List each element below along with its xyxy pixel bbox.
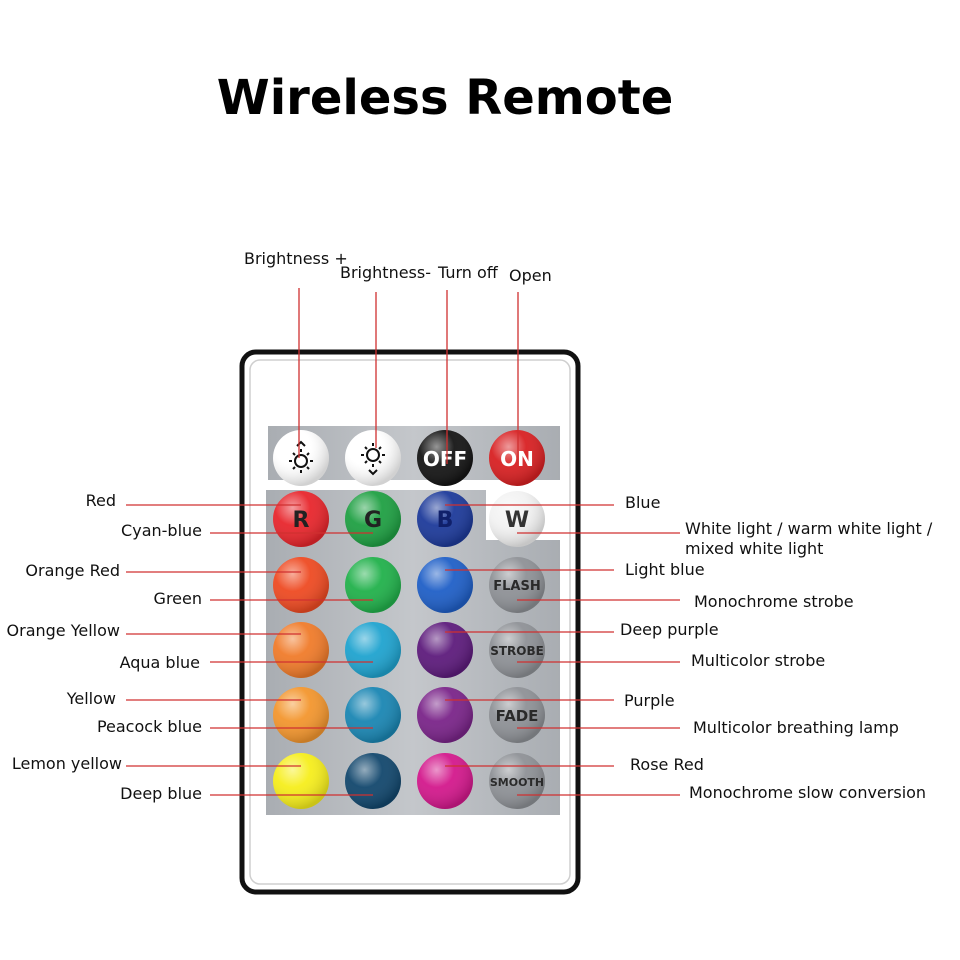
- deep-blue-button[interactable]: [345, 753, 401, 809]
- strobe-button-label: STROBE: [490, 644, 544, 658]
- page-title: Wireless Remote: [216, 70, 674, 126]
- purple-button[interactable]: [417, 687, 473, 743]
- green-button[interactable]: G: [345, 491, 401, 547]
- on-button-label: ON: [500, 447, 534, 471]
- peacock-blue-button[interactable]: [345, 687, 401, 743]
- green-button-label: G: [364, 508, 382, 533]
- sun-down-icon: [361, 443, 385, 476]
- smooth-button[interactable]: SMOOTH: [489, 753, 545, 809]
- brightness-up-button[interactable]: [273, 430, 329, 486]
- orange-red-button[interactable]: [273, 557, 329, 613]
- label-red: Red: [85, 491, 116, 510]
- grid-panel: [266, 490, 560, 815]
- flash-button-label: FLASH: [493, 579, 540, 594]
- off-button[interactable]: OFF: [417, 430, 473, 486]
- flash-button[interactable]: FLASH: [489, 557, 545, 613]
- label-deep-blue: Deep blue: [120, 784, 202, 803]
- strobe-button[interactable]: STROBE: [489, 622, 545, 678]
- deep-purple-button[interactable]: [417, 622, 473, 678]
- aqua-blue-button[interactable]: [345, 622, 401, 678]
- on-button[interactable]: ON: [489, 430, 545, 486]
- label-blue: Blue: [625, 493, 661, 512]
- blue-button[interactable]: B: [417, 491, 473, 547]
- label-open: Open: [509, 266, 552, 285]
- fade-button-label: FADE: [496, 707, 539, 725]
- rose-red-button[interactable]: [417, 753, 473, 809]
- label-green: Green: [153, 589, 202, 608]
- label-white-light: White light / warm white light / mixed w…: [685, 519, 933, 558]
- label-deep-purple: Deep purple: [620, 620, 719, 639]
- label-brightness-up: Brightness +: [244, 249, 348, 268]
- label-purple: Purple: [624, 691, 675, 710]
- label-multicolor-strobe: Multicolor strobe: [691, 651, 826, 670]
- sun-up-icon: [289, 440, 313, 473]
- white-button-label: W: [505, 508, 529, 533]
- top-panel: [268, 426, 560, 480]
- yellow-button[interactable]: [273, 687, 329, 743]
- label-monochrome-slow: Monochrome slow conversion: [689, 783, 927, 802]
- label-orange-yellow: Orange Yellow: [6, 621, 120, 640]
- light-blue-button[interactable]: [417, 557, 473, 613]
- green-2-button[interactable]: [345, 557, 401, 613]
- blue-button-label: B: [437, 508, 454, 533]
- off-button-label: OFF: [423, 447, 467, 471]
- label-cyan-blue: Cyan-blue: [121, 521, 202, 540]
- label-yellow: Yellow: [66, 689, 116, 708]
- smooth-button-label: SMOOTH: [490, 776, 544, 789]
- white-button[interactable]: W: [489, 491, 545, 547]
- leader-lines: [126, 288, 680, 796]
- label-multicolor-breathing: Multicolor breathing lamp: [693, 718, 899, 737]
- label-peacock-blue: Peacock blue: [96, 717, 202, 736]
- label-brightness-down: Brightness-: [340, 263, 431, 282]
- red-button[interactable]: R: [273, 491, 329, 547]
- fade-button[interactable]: FADE: [489, 687, 545, 743]
- brightness-down-button[interactable]: [345, 430, 401, 486]
- remote-body-inner: [249, 359, 571, 885]
- label-light-blue: Light blue: [625, 560, 705, 579]
- label-rose-red: Rose Red: [630, 755, 704, 774]
- label-lemon-yellow: Lemon yellow: [11, 754, 122, 773]
- label-monochrome-strobe: Monochrome strobe: [694, 592, 854, 611]
- lemon-yellow-button[interactable]: [273, 753, 329, 809]
- label-aqua-blue: Aqua blue: [119, 653, 200, 672]
- label-turn-off: Turn off: [438, 263, 498, 282]
- label-orange-red: Orange Red: [25, 561, 120, 580]
- orange-yellow-button[interactable]: [273, 622, 329, 678]
- red-button-label: R: [293, 508, 310, 533]
